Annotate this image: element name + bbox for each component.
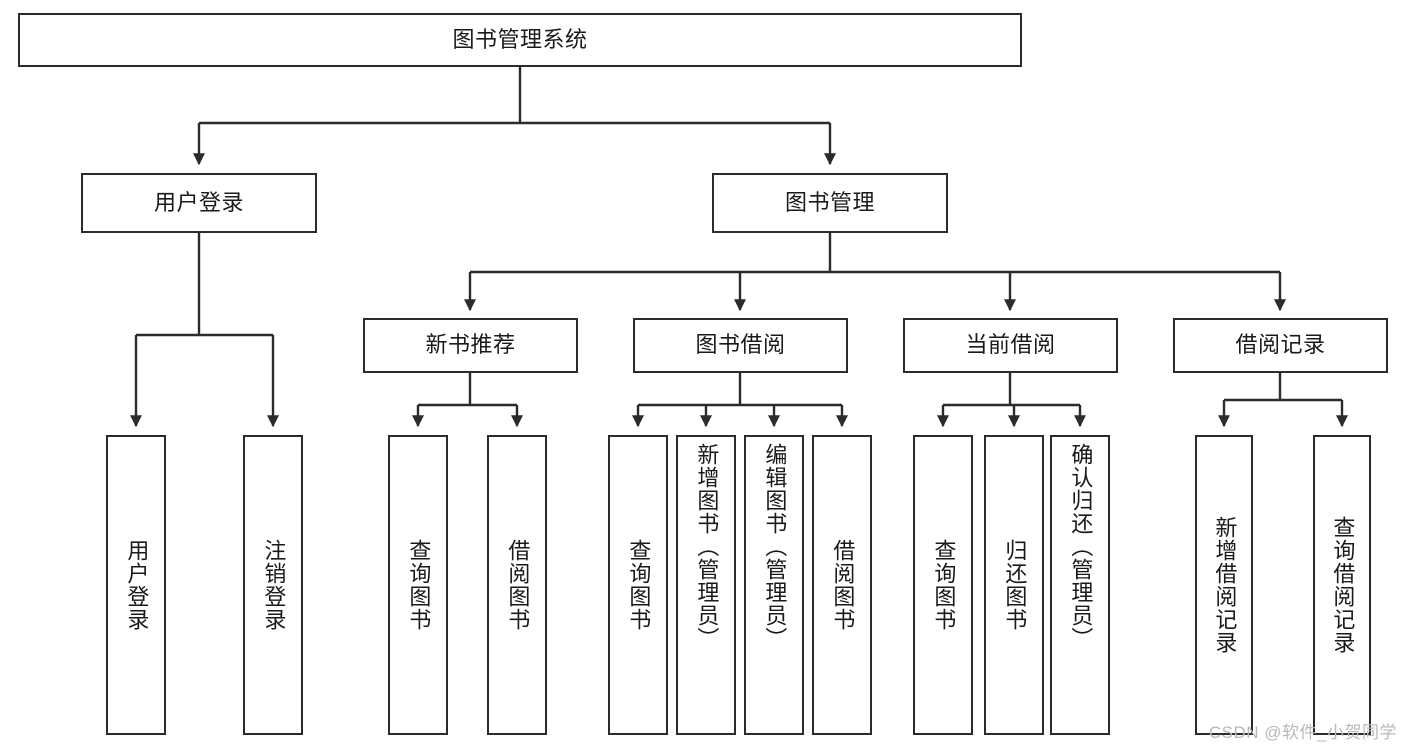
leaf-current-return[interactable]: 归还图书 xyxy=(984,435,1044,735)
node-current-borrow[interactable]: 当前借阅 xyxy=(903,318,1118,373)
node-book-borrow[interactable]: 图书借阅 xyxy=(633,318,848,373)
leaf-recommend-query-label: 查询图书 xyxy=(406,539,432,631)
node-root-label: 图书管理系统 xyxy=(452,26,588,52)
leaf-borrow-add[interactable]: 新增图书（管理员） xyxy=(676,435,736,735)
node-root[interactable]: 图书管理系统 xyxy=(18,13,1022,67)
leaf-current-query-label: 查询图书 xyxy=(931,539,957,631)
leaf-user-logout-label: 注销登录 xyxy=(261,539,287,631)
leaf-record-query[interactable]: 查询借阅记录 xyxy=(1313,435,1371,735)
leaf-recommend-borrow-label: 借阅图书 xyxy=(505,539,531,631)
leaf-user-login-label: 用户登录 xyxy=(124,539,150,631)
leaf-user-login[interactable]: 用户登录 xyxy=(106,435,166,735)
leaf-current-query[interactable]: 查询图书 xyxy=(913,435,973,735)
leaf-recommend-borrow[interactable]: 借阅图书 xyxy=(487,435,547,735)
leaf-current-confirm-label: 确认归还（管理员） xyxy=(1068,443,1094,650)
watermark-text: CSDN @软件_小贺同学 xyxy=(1208,723,1397,742)
leaf-record-query-label: 查询借阅记录 xyxy=(1330,516,1356,654)
node-new-book-recommend[interactable]: 新书推荐 xyxy=(363,318,578,373)
node-user-login[interactable]: 用户登录 xyxy=(81,173,317,233)
node-book-manage[interactable]: 图书管理 xyxy=(712,173,948,233)
leaf-borrow-query[interactable]: 查询图书 xyxy=(608,435,668,735)
leaf-user-logout[interactable]: 注销登录 xyxy=(243,435,303,735)
leaf-current-return-label: 归还图书 xyxy=(1002,539,1028,631)
node-borrow-record[interactable]: 借阅记录 xyxy=(1173,318,1388,373)
node-new-book-recommend-label: 新书推荐 xyxy=(425,332,516,358)
leaf-recommend-query[interactable]: 查询图书 xyxy=(388,435,448,735)
leaf-borrow-edit-label: 编辑图书（管理员） xyxy=(762,443,788,650)
leaf-borrow-add-label: 新增图书（管理员） xyxy=(694,443,720,650)
leaf-borrow-query-label: 查询图书 xyxy=(626,539,652,631)
leaf-record-add-label: 新增借阅记录 xyxy=(1212,516,1238,654)
node-book-manage-label: 图书管理 xyxy=(784,189,875,215)
leaf-borrow-lend-label: 借阅图书 xyxy=(830,539,856,631)
node-borrow-record-label: 借阅记录 xyxy=(1235,332,1326,358)
leaf-borrow-lend[interactable]: 借阅图书 xyxy=(812,435,872,735)
node-book-borrow-label: 图书借阅 xyxy=(695,332,786,358)
leaf-record-add[interactable]: 新增借阅记录 xyxy=(1195,435,1253,735)
leaf-borrow-edit[interactable]: 编辑图书（管理员） xyxy=(744,435,804,735)
node-user-login-label: 用户登录 xyxy=(153,189,244,215)
leaf-current-confirm[interactable]: 确认归还（管理员） xyxy=(1050,435,1110,735)
node-current-borrow-label: 当前借阅 xyxy=(965,332,1056,358)
